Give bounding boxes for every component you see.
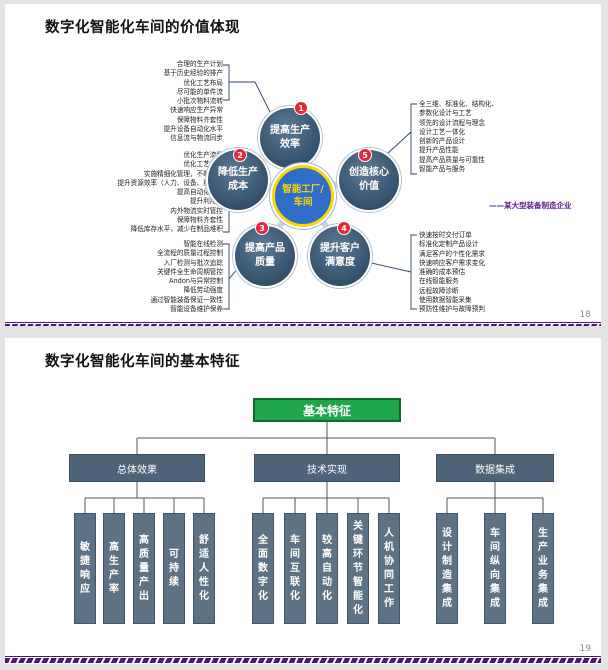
list-core-value: 全三维、标准化、结构化、 参数化设计与工艺 领先的设计流程与理念 设计工艺一体化…	[419, 100, 498, 174]
value-circle-efficiency: 提高生产效率	[260, 108, 320, 168]
list-item: 保障物料齐套性	[176, 115, 223, 124]
footer-line	[5, 322, 601, 323]
value-circle-satisfaction: 提升客户满意度	[310, 226, 370, 286]
feature-human-machine: 人机协同工作	[378, 513, 400, 624]
source-note: ——某大型装备制造企业	[489, 201, 572, 210]
feature-sustainable: 可持续	[163, 513, 185, 624]
feature-workshop-interconnect: 车间互联化	[284, 513, 306, 624]
slide-features: 数字化智能化车间的基本特征	[5, 338, 601, 664]
feature-high-productivity: 高生产率	[103, 513, 125, 624]
list-item: 合理的生产计划	[176, 60, 223, 68]
list-item: 快速按时交付订单	[419, 231, 472, 239]
center-label: 智能工厂/车间	[282, 184, 324, 208]
list-item: 内外物流实时管控	[170, 206, 223, 215]
list-item: 快速响应客户需求变化	[419, 258, 485, 267]
tree-connectors	[84, 422, 544, 513]
list-quality: 智能在线检测 全流程的质量过程控制 入厂检测与批次追踪 关键件全生命周期管控 A…	[150, 240, 223, 314]
footer-stripe	[5, 658, 601, 663]
list-item: 小批次物料流转	[176, 97, 223, 106]
list-item: 提高自动化程度	[176, 188, 223, 197]
circle-label: 提高产品质量	[245, 243, 285, 268]
number-badge: 1	[295, 102, 307, 114]
number-badge: 5	[359, 149, 371, 161]
list-item: 基于历史经验的排产	[163, 69, 223, 78]
circle-label: 提升客户满意度	[320, 243, 360, 268]
category-data-integration: 数据集成	[436, 454, 554, 482]
feature-full-digitalization: 全面数字化	[252, 513, 274, 624]
value-circle-core-value: 创造核心价值	[339, 150, 399, 210]
list-item: 优化工艺布局	[183, 78, 223, 87]
list-item: 快速响应生产异常	[170, 106, 223, 115]
slide-value: 数字化智能化车间的价值体现	[5, 4, 601, 326]
list-item: 准确的成本预估	[419, 268, 466, 277]
feature-agile-response: 敏捷响应	[74, 513, 96, 624]
slide-title: 数字化智能化车间的价值体现	[45, 20, 240, 36]
list-item: Andon与异常控制	[168, 277, 223, 286]
list-item: 通过智能装备保证一致性	[150, 295, 223, 304]
list-item: 提升产品性能	[419, 146, 459, 155]
list-item: 提升设备自动化水平	[163, 125, 223, 134]
number-badge: 4	[338, 222, 350, 234]
list-item: 设计工艺一体化	[419, 127, 466, 136]
list-item: 在线智能服务	[419, 277, 459, 286]
page-number: 18	[579, 310, 591, 320]
list-item: 提升资源效率（人力、设备、材料）	[117, 178, 224, 187]
list-item: 全三维、标准化、结构化、	[419, 100, 499, 108]
feature-business-integration: 生产业务集成	[532, 513, 554, 624]
feature-high-quality: 高质量产出	[133, 513, 155, 624]
circle-label: 提高生产效率	[270, 125, 310, 150]
list-item: 优化工艺设计	[183, 160, 223, 169]
list-efficiency: 合理的生产计划 基于历史经验的排产 优化工艺布局 尽可能的单件流 小批次物料流转…	[164, 60, 223, 144]
footer-stripe	[5, 324, 601, 326]
root-basic-features: 基本特征	[253, 398, 401, 422]
center-circle-smart-factory: 智能工厂/车间	[275, 168, 331, 224]
list-item: 入厂检测与批次追踪	[163, 258, 223, 267]
value-circle-quality: 提高产品质量	[235, 226, 295, 286]
list-item: 智能设备维护保养	[170, 305, 223, 314]
slide-title: 数字化智能化车间的基本特征	[45, 354, 240, 370]
number-badge: 2	[234, 149, 246, 161]
list-item: 提升利用率	[190, 197, 223, 206]
page-number: 19	[579, 644, 591, 654]
list-item: 信息流与物流同步	[170, 134, 223, 143]
list-item: 降低劳动强度	[183, 286, 223, 295]
list-item: 创新的产品设计	[419, 137, 466, 146]
list-item: 优化生产流程	[183, 151, 223, 159]
category-overall-effect: 总体效果	[69, 454, 205, 482]
list-item: 预防性维护与故障预判	[419, 305, 485, 314]
list-item: 提高产品质量与可靠性	[419, 155, 485, 164]
list-item: 实施精细化管理，不断改善	[143, 169, 223, 178]
list-item: 降低库存水平，减少在制品堆积	[130, 225, 223, 234]
list-item: 使用数据智能采集	[419, 296, 472, 305]
list-item: 参数化设计与工艺	[419, 109, 472, 118]
list-item: 尽可能的单件流	[176, 87, 223, 96]
category-tech-implementation: 技术实现	[254, 454, 400, 482]
list-item: 远程故障诊断	[419, 286, 459, 295]
list-satisfaction: 快速按时交付订单 标准化定制产品设计 满足客户的个性化需求 快速响应客户需求变化…	[419, 231, 485, 315]
circle-label: 创造核心价值	[349, 167, 389, 192]
list-item: 领先的设计流程与理念	[419, 118, 485, 127]
feature-high-automation: 较高自动化	[316, 513, 338, 624]
list-item: 满足客户的个性化需求	[419, 249, 485, 258]
list-item: 全流程的质量过程控制	[157, 249, 223, 258]
feature-key-link-intelligence: 关键环节智能化	[347, 513, 369, 624]
list-item: 标准化定制产品设计	[419, 240, 479, 249]
feature-comfort-humanized: 舒适人性化	[193, 513, 215, 624]
feature-vertical-integration: 车间纵向集成	[484, 513, 506, 624]
list-item: 智能产品与服务	[419, 165, 466, 174]
circle-label: 降低生产成本	[218, 167, 258, 192]
footer-line	[5, 656, 601, 657]
list-item: 关键件全生命周期管控	[157, 267, 223, 276]
list-item: 保障物料齐套性	[176, 216, 223, 225]
list-item: 智能在线检测	[183, 240, 223, 248]
feature-design-manufacture-integration: 设计制造集成	[436, 513, 458, 624]
list-cost: 优化生产流程 优化工艺设计 实施精细化管理，不断改善 提升资源效率（人力、设备、…	[118, 151, 224, 235]
number-badge: 3	[256, 222, 268, 234]
